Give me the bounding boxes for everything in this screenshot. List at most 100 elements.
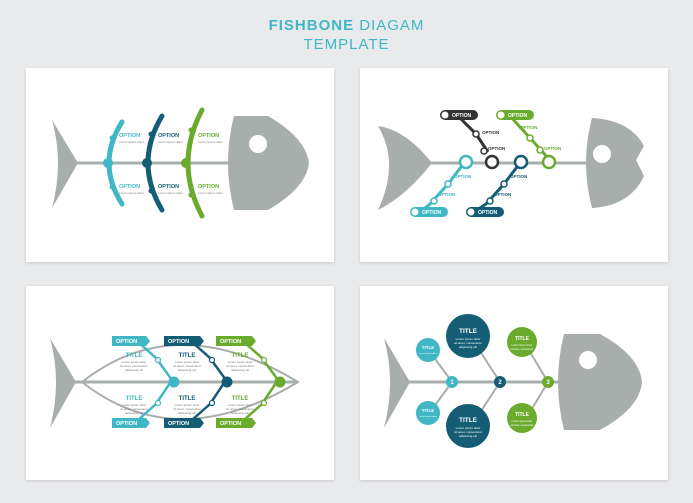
- option-ribbon-teal: [112, 336, 150, 346]
- dot: [154, 399, 162, 407]
- bubble-desc: sit amet, consectetur: [510, 424, 533, 427]
- dot: [500, 180, 508, 188]
- option-desc: Lorem ipsum dolor: [198, 140, 223, 144]
- title-bold: FISHBONE: [268, 17, 355, 34]
- title-text: TITLE: [126, 396, 143, 402]
- pill-icon: [497, 111, 505, 119]
- option-label: OPTION: [198, 133, 219, 139]
- option-pill-green: [496, 110, 534, 120]
- title-text: TITLE: [179, 353, 196, 359]
- option-desc: Lorem ipsum dolor: [198, 191, 223, 195]
- dot: [486, 197, 494, 205]
- bubble-teal-bottom: [416, 401, 440, 425]
- option-label: OPTION: [488, 146, 505, 151]
- option-label: OPTION: [438, 192, 455, 197]
- fish-tail: [52, 120, 78, 208]
- dot: [208, 356, 216, 364]
- node-green: [541, 154, 557, 170]
- bubble-title: TITLE: [422, 345, 435, 350]
- dot: [526, 134, 534, 142]
- dot: [472, 130, 480, 138]
- bubble-teal-top: [416, 338, 440, 362]
- fish-head: [228, 116, 309, 210]
- option-label: OPTION: [158, 133, 179, 139]
- title-text: TITLE: [126, 353, 143, 359]
- bubble-desc: sit amet, consectetur: [454, 341, 482, 345]
- dot: [188, 127, 194, 133]
- number-text: 2: [498, 380, 502, 386]
- title-line-2: TEMPLATE: [303, 36, 390, 53]
- desc-text: adipiscing elit: [178, 411, 196, 415]
- title-line-1: FISHBONE DIAGAM: [0, 17, 693, 34]
- option-label: OPTION: [168, 421, 189, 427]
- title-text: TITLE: [179, 396, 196, 402]
- node-teal: [103, 158, 113, 168]
- diagram-4: 1 2 3 TITLE Lorem ipsum dolor TITLE Lore…: [384, 314, 642, 448]
- option-label: OPTION: [198, 184, 219, 190]
- option-desc: Lorem ipsum dolor: [119, 191, 144, 195]
- dot: [444, 180, 452, 188]
- bubble-desc: adipiscing elit: [459, 434, 477, 438]
- fish-eye: [593, 145, 611, 163]
- bubble-desc: Lorem ipsum dolor: [456, 426, 481, 430]
- fish-head: [586, 118, 644, 208]
- option-label: OPTION: [116, 421, 137, 427]
- dot: [480, 147, 488, 155]
- bubble-desc: Lorem ipsum dolor: [419, 352, 437, 355]
- bubble-title: TITLE: [459, 417, 478, 424]
- option-label: OPTION: [482, 130, 499, 135]
- option-label: OPTION: [119, 133, 140, 139]
- desc-text: Lorem ipsum dolor: [175, 360, 200, 364]
- fish-eye: [249, 135, 267, 153]
- title-text: TITLE: [232, 353, 249, 359]
- option-label: OPTION: [508, 113, 528, 119]
- option-pill-teal: [410, 207, 448, 217]
- bubble-title: TITLE: [422, 408, 435, 413]
- desc-text: sit amet, consectetur: [226, 407, 254, 411]
- dot: [148, 131, 154, 137]
- node-dark: [484, 154, 500, 170]
- option-ribbon-navy: [164, 418, 204, 428]
- fish-tail: [378, 126, 432, 210]
- fish-tail: [50, 338, 76, 428]
- bubble-desc: Lorem ipsum dolor: [512, 420, 533, 423]
- option-label: OPTION: [158, 184, 179, 190]
- number-node-teal: [446, 376, 458, 388]
- dot: [260, 399, 268, 407]
- bubble-green-top: [507, 327, 537, 357]
- diagram-3: OPTION OPTION OPTION OPTION OPTION OPTIO…: [50, 336, 300, 428]
- bubble-desc: sit amet, consectetur: [510, 348, 533, 351]
- dot: [260, 356, 268, 364]
- bubble-desc: sit amet, consectetur: [454, 430, 482, 434]
- option-label: OPTION: [494, 192, 511, 197]
- bubble-title: TITLE: [459, 328, 478, 335]
- branch-teal: [419, 162, 466, 214]
- node-teal: [168, 376, 180, 388]
- desc-text: adipiscing elit: [125, 368, 143, 372]
- dot: [148, 188, 154, 194]
- node-navy: [142, 158, 152, 168]
- diagram-2: OPTION OPTION OPTION OPTION OPTION OPTIO…: [378, 110, 644, 217]
- option-label: OPTION: [478, 210, 498, 216]
- desc-text: Lorem ipsum dolor: [175, 403, 200, 407]
- pill-icon: [467, 208, 475, 216]
- desc-text: adipiscing elit: [125, 411, 143, 415]
- panel-bubble-fishbone: 1 2 3 TITLE Lorem ipsum dolor TITLE Lore…: [360, 286, 668, 480]
- option-desc: Lorem ipsum dolor: [158, 191, 183, 195]
- option-label: OPTION: [544, 146, 561, 151]
- dot: [536, 146, 544, 154]
- number-node-navy: [494, 376, 506, 388]
- option-label: OPTION: [119, 184, 140, 190]
- title-text: TITLE: [232, 396, 249, 402]
- panel-enclosed-fishbone: OPTION OPTION OPTION OPTION OPTION OPTIO…: [26, 286, 334, 480]
- pill-icon: [411, 208, 419, 216]
- bubble-desc: Lorem ipsum dolor: [512, 344, 533, 347]
- option-ribbon-navy: [164, 336, 204, 346]
- option-label: OPTION: [510, 174, 527, 179]
- option-label: OPTION: [520, 125, 537, 130]
- desc-text: sit amet, consectetur: [120, 407, 148, 411]
- title-rest: DIAGAM: [354, 17, 425, 34]
- desc-text: adipiscing elit: [231, 368, 249, 372]
- desc-text: Lorem ipsum dolor: [228, 403, 253, 407]
- option-label: OPTION: [168, 339, 189, 345]
